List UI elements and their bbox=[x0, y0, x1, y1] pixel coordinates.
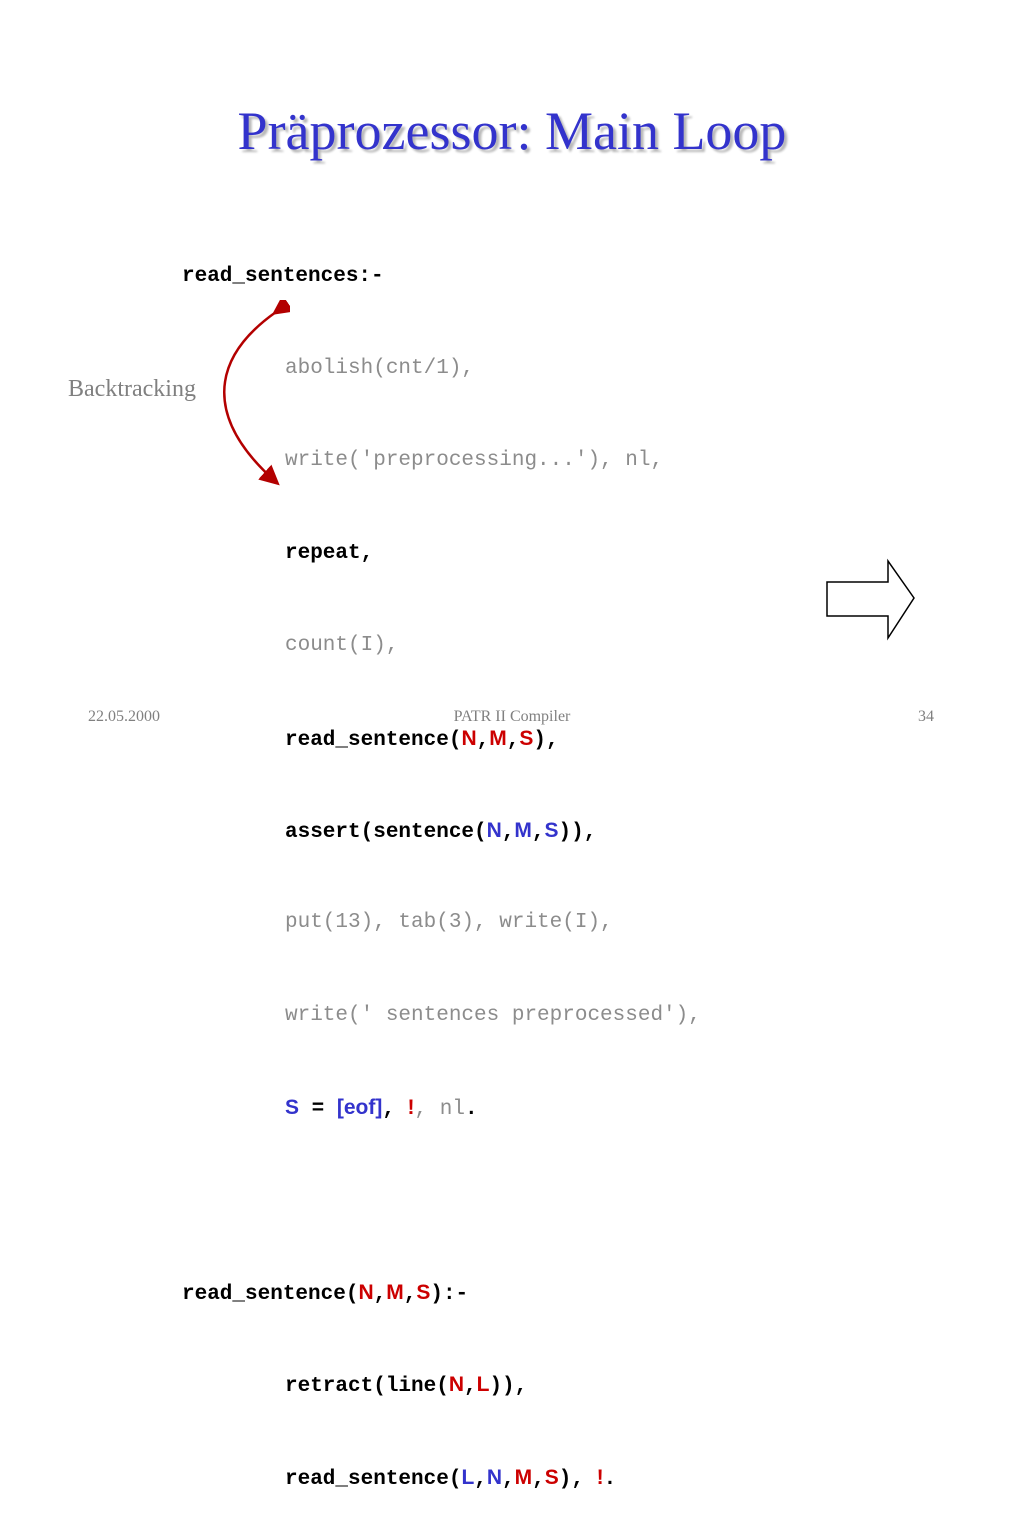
code-token: , bbox=[464, 1375, 477, 1399]
code-line-4: repeat, bbox=[285, 541, 374, 565]
blank-line bbox=[182, 1186, 701, 1217]
var-S: S bbox=[416, 1280, 431, 1304]
var-N: N bbox=[448, 1373, 464, 1397]
code-token: , bbox=[476, 728, 490, 752]
code-token: , bbox=[373, 1282, 387, 1306]
code-token: read_sentence( bbox=[285, 1467, 462, 1491]
code-token: , bbox=[403, 1282, 417, 1306]
code-line-6: read_sentence(N,M,S), bbox=[182, 724, 701, 755]
var-S: S bbox=[544, 1465, 559, 1489]
code-line-13: read_sentence(L,N,M,S), !. bbox=[182, 1463, 701, 1494]
code-token: ):- bbox=[430, 1282, 469, 1306]
code-token: read_sentence( bbox=[182, 1282, 359, 1306]
code-token: assert(sentence( bbox=[285, 820, 487, 844]
code-token: , bbox=[382, 1098, 408, 1122]
code-token: . bbox=[464, 1098, 478, 1122]
var-M: M bbox=[514, 1465, 533, 1489]
backtracking-label: Backtracking bbox=[68, 376, 196, 402]
var-L: L bbox=[476, 1373, 490, 1397]
var-N: N bbox=[358, 1280, 374, 1304]
code-line-9: write(' sentences preprocessed'), bbox=[285, 1003, 701, 1027]
code-line-10: S = [eof], !, nl. bbox=[182, 1093, 701, 1124]
code-token: , bbox=[501, 820, 515, 844]
var-L: L bbox=[461, 1465, 475, 1489]
cut-token: ! bbox=[596, 1465, 604, 1489]
next-slide-arrow-icon[interactable] bbox=[824, 558, 918, 642]
cut-token: ! bbox=[407, 1096, 415, 1120]
var-N: N bbox=[486, 818, 502, 842]
var-N: N bbox=[486, 1465, 503, 1489]
code-token: ), bbox=[558, 1467, 597, 1491]
var-S: S bbox=[519, 726, 534, 750]
code-token: = bbox=[299, 1098, 337, 1122]
code-line-11: read_sentence(N,M,S):- bbox=[182, 1278, 701, 1309]
backtracking-arrow-icon bbox=[223, 300, 290, 486]
footer-page-number: 34 bbox=[918, 708, 934, 725]
code-token: ), bbox=[533, 728, 559, 752]
code-token: )), bbox=[489, 1375, 528, 1399]
var-M: M bbox=[386, 1280, 404, 1304]
code-line-12: retract(line(N,L)), bbox=[182, 1370, 701, 1401]
footer-date: 22.05.2000 bbox=[88, 708, 160, 725]
code-token: , bbox=[474, 1467, 487, 1491]
code-token: retract(line( bbox=[285, 1375, 449, 1399]
slide-title: Präprozessor: Main Loop bbox=[237, 101, 787, 161]
code-line-3: write('preprocessing...'), nl, bbox=[285, 449, 664, 473]
footer-title: PATR II Compiler bbox=[453, 708, 571, 725]
code-token: , bbox=[532, 1467, 545, 1491]
code-line-8: put(13), tab(3), write(I), bbox=[285, 911, 613, 935]
var-S: S bbox=[285, 1096, 300, 1120]
code-token: , bbox=[506, 728, 520, 752]
code-token: )), bbox=[558, 820, 597, 844]
var-S: S bbox=[544, 818, 559, 842]
code-token: . bbox=[603, 1467, 617, 1491]
code-line-5: count(I), bbox=[285, 634, 399, 658]
var-M: M bbox=[489, 726, 507, 750]
var-N: N bbox=[461, 726, 477, 750]
code-line-7: assert(sentence(N,M,S)), bbox=[182, 816, 701, 847]
code-token: read_sentence( bbox=[285, 728, 462, 752]
code-token: , nl bbox=[414, 1098, 465, 1122]
code-token: , bbox=[531, 820, 545, 844]
eof-token: [eof] bbox=[336, 1096, 383, 1120]
code-line-1: read_sentences:- bbox=[182, 264, 384, 288]
code-token: , bbox=[502, 1467, 515, 1491]
code-line-2: abolish(cnt/1), bbox=[285, 356, 475, 380]
var-M: M bbox=[514, 818, 532, 842]
